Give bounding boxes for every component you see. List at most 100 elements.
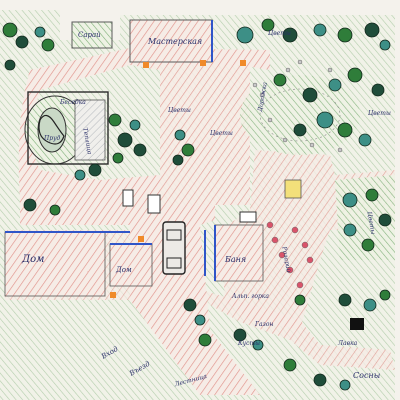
flower (291, 226, 299, 234)
tree (88, 163, 102, 177)
shed-label: Сарай (78, 31, 101, 39)
tree (379, 289, 391, 301)
tree (23, 198, 37, 212)
tree (338, 293, 352, 307)
tree (364, 22, 380, 38)
car-window (166, 257, 182, 269)
flower (278, 251, 286, 259)
gazebo-label: Беседка (59, 99, 86, 106)
trees-group (2, 18, 392, 391)
shed-building (71, 21, 113, 49)
pond-label: Пруд (43, 135, 61, 142)
greenhouse-building (74, 99, 106, 161)
gazebo-frame (27, 91, 109, 165)
flower (297, 59, 303, 65)
tree (337, 27, 353, 43)
tree (34, 26, 46, 38)
lawn-label: Газон (254, 321, 273, 328)
flower-ring (259, 88, 341, 142)
flower (282, 137, 288, 143)
house-label: Дом (21, 254, 44, 265)
tree (181, 143, 195, 157)
marker (143, 62, 149, 68)
tree (112, 152, 124, 164)
tree (236, 26, 254, 44)
marker (138, 236, 144, 242)
tree (378, 213, 392, 227)
flowers-label-2: Цветы (210, 130, 233, 137)
tree (379, 39, 391, 51)
banya-label: Баня (224, 255, 246, 264)
tree (328, 78, 342, 92)
box (122, 189, 134, 207)
flower (266, 221, 274, 229)
bench-object (350, 318, 364, 330)
flower (285, 67, 291, 73)
flower (267, 117, 273, 123)
tree (358, 133, 372, 147)
car-window (166, 229, 182, 241)
flower (337, 147, 343, 153)
driveway (18, 48, 270, 395)
tree (371, 83, 385, 97)
workshop-building (129, 19, 213, 63)
box (147, 194, 161, 214)
tree (343, 223, 357, 237)
flower (296, 281, 304, 289)
workshop-label: Мастерская (147, 37, 202, 46)
garage-label: Дом (115, 266, 132, 274)
bench-label: Лавка (337, 340, 358, 347)
tree (49, 204, 61, 216)
tree (4, 59, 16, 71)
tree (15, 35, 29, 49)
lower-path (200, 290, 395, 370)
tree (172, 154, 184, 166)
tree (108, 113, 122, 127)
tree (273, 73, 287, 87)
marker (200, 60, 206, 66)
tree (302, 87, 318, 103)
flower (271, 236, 279, 244)
flower-garden (240, 75, 360, 155)
tree (337, 122, 353, 138)
flower (259, 92, 265, 98)
tree (252, 339, 264, 351)
flower (309, 142, 315, 148)
flower (252, 82, 258, 88)
flowers-label-1: Цветы (168, 107, 191, 114)
tree (2, 22, 18, 38)
alpine-label: Альп. горка (231, 293, 269, 300)
roses-label: Розарий (280, 245, 292, 273)
flower (306, 256, 314, 264)
tree (174, 129, 186, 141)
tree (339, 379, 351, 391)
tree (313, 23, 327, 37)
tree (283, 358, 297, 372)
flower (301, 241, 309, 249)
pond (37, 107, 67, 153)
tree (313, 373, 327, 387)
tree (41, 38, 55, 52)
tree (347, 67, 363, 83)
flowers-label-4: Цветы (368, 110, 391, 117)
flowers-label-3: Цветы (268, 30, 291, 37)
pond-edge (38, 114, 65, 145)
car (162, 221, 186, 275)
tree (183, 298, 197, 312)
tree (294, 294, 306, 306)
tree (129, 119, 141, 131)
tree (361, 238, 375, 252)
garage-building (109, 243, 153, 287)
house-building (4, 231, 106, 297)
tree (261, 18, 275, 32)
tree (133, 143, 147, 157)
flowers-label-5: Цветы (366, 211, 377, 235)
box (239, 211, 257, 223)
tree (74, 169, 86, 181)
yellow-box (284, 179, 302, 199)
tree (365, 188, 379, 202)
marker (110, 292, 116, 298)
shrubs-label: Кусты (237, 340, 260, 347)
